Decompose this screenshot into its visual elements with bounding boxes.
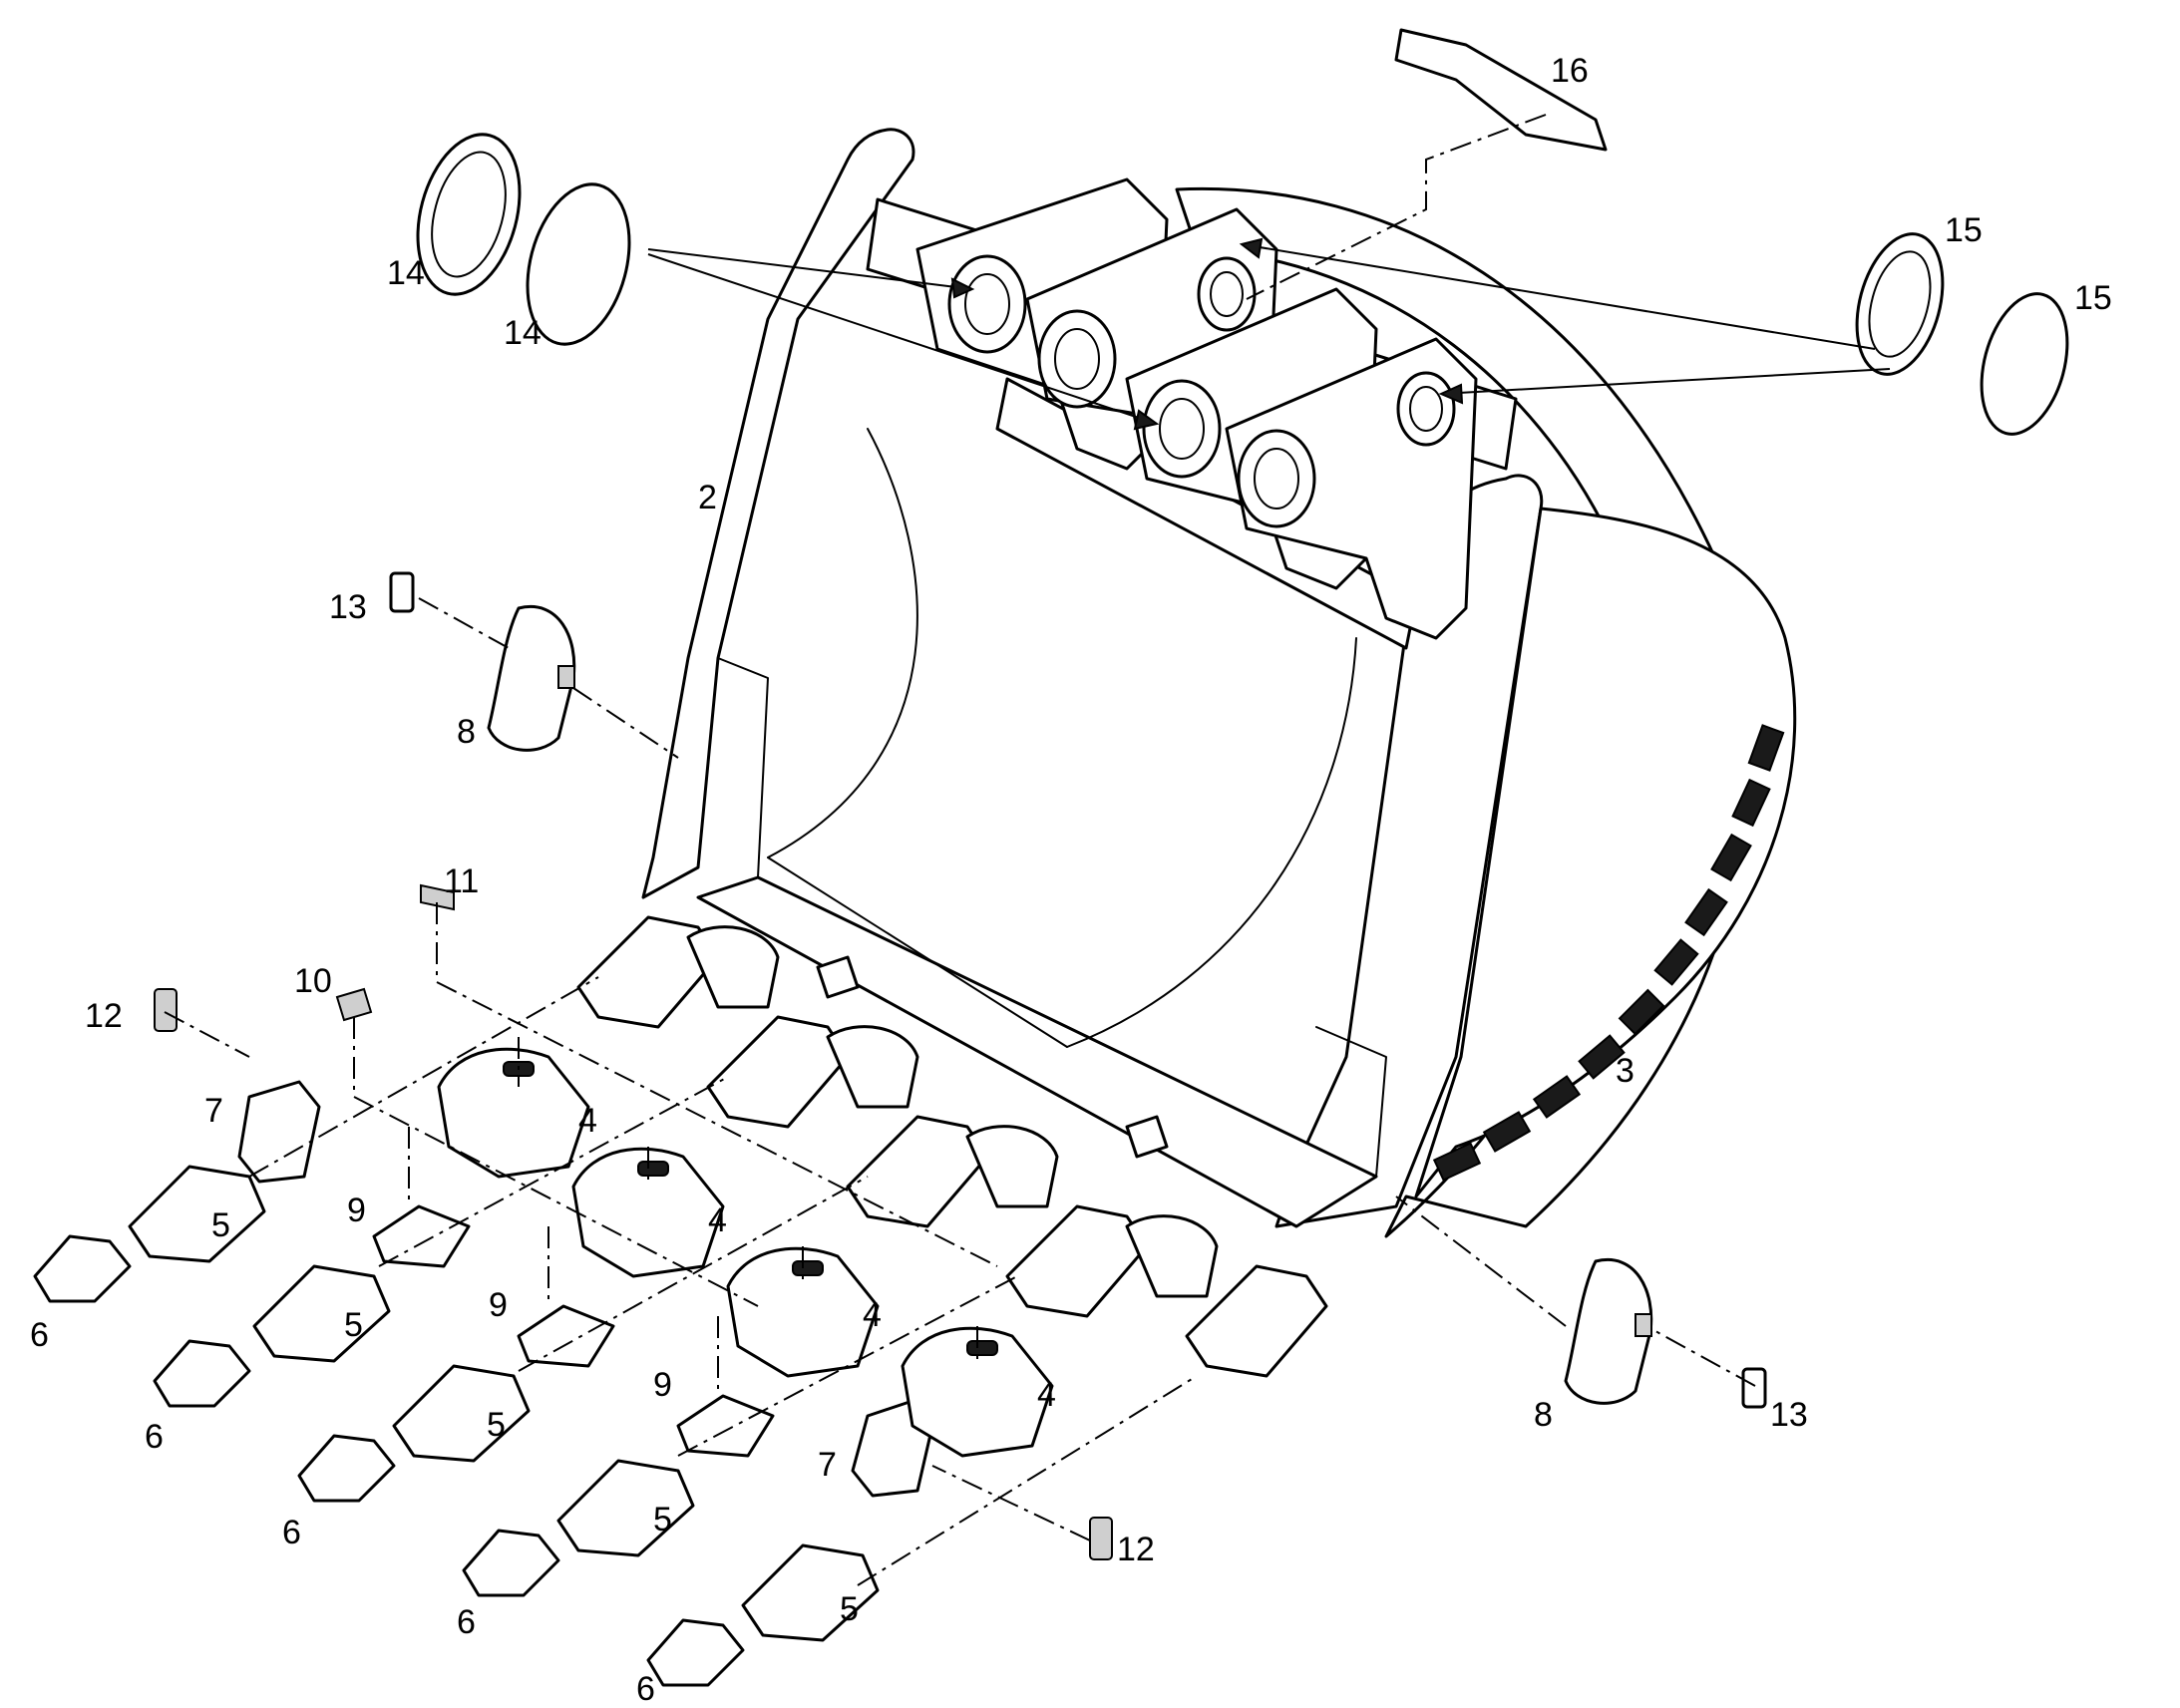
lip-adapters <box>576 915 1328 1378</box>
callout-14-b: 14 <box>504 314 542 352</box>
callout-10: 10 <box>294 962 332 1000</box>
callout-6-b: 6 <box>145 1418 164 1456</box>
callout-6-e: 6 <box>636 1670 655 1708</box>
hinge-bosses <box>915 177 1478 640</box>
callout-8-a: 8 <box>457 713 476 751</box>
side-protector-8-right <box>1564 1258 1653 1405</box>
callout-9-b: 9 <box>489 1286 508 1324</box>
callout-15-b: 15 <box>2074 279 2112 317</box>
callout-5-e: 5 <box>840 1590 859 1628</box>
ring-15 <box>1855 232 1945 376</box>
callout-6-d: 6 <box>457 1603 476 1641</box>
callout-13-b: 13 <box>1770 1396 1808 1434</box>
callout-8-b: 8 <box>1534 1396 1553 1434</box>
callout-5-b: 5 <box>344 1306 363 1344</box>
callout-16: 16 <box>1551 52 1589 90</box>
callout-9-a: 9 <box>347 1192 366 1229</box>
shroud-4-d <box>901 1326 1054 1458</box>
callout-4-d: 4 <box>1037 1376 1056 1414</box>
callout-6-c: 6 <box>282 1514 301 1551</box>
corner-adapter-7-left <box>237 1080 321 1184</box>
plate-9-c <box>676 1394 775 1458</box>
callout-15-a: 15 <box>1945 211 1983 249</box>
callout-5-a: 5 <box>211 1206 230 1244</box>
side-wear-segments <box>1432 724 1785 1182</box>
callout-12-b: 12 <box>1117 1531 1155 1568</box>
callout-13-a: 13 <box>329 588 367 626</box>
callout-3: 3 <box>1616 1052 1635 1090</box>
side-protector-8-left <box>487 605 576 752</box>
callout-7-b: 7 <box>818 1446 837 1484</box>
callout-5-c: 5 <box>487 1406 506 1444</box>
cover-plate-14 <box>526 182 631 346</box>
tip-6-e <box>646 1618 745 1687</box>
cover-plate-15 <box>1980 292 2069 436</box>
tip-6-a <box>33 1234 132 1303</box>
callout-12-a: 12 <box>85 997 123 1035</box>
wedge-12-left <box>154 988 178 1032</box>
tip-6-b <box>153 1339 251 1408</box>
callout-14-a: 14 <box>387 254 425 292</box>
callout-4-a: 4 <box>578 1102 597 1140</box>
pin-13-right <box>1741 1367 1767 1409</box>
adapter-5-d <box>556 1459 695 1557</box>
pin-13-left <box>389 571 415 613</box>
block-10 <box>335 987 373 1022</box>
lock-11 <box>420 883 455 911</box>
ring-14 <box>416 133 522 296</box>
shroud-4-c <box>726 1246 880 1378</box>
shroud-4-b <box>571 1147 725 1278</box>
callout-4-b: 4 <box>708 1201 727 1239</box>
tip-6-d <box>462 1529 560 1597</box>
callout-5-d: 5 <box>653 1501 672 1538</box>
callout-labels: 2 3 4 4 4 4 5 5 5 5 5 6 6 6 6 6 7 7 8 8 … <box>30 52 2112 1708</box>
callout-11: 11 <box>444 862 479 900</box>
plate-9-b <box>517 1304 615 1368</box>
callout-7-a: 7 <box>204 1092 223 1130</box>
tip-6-c <box>297 1434 396 1503</box>
adapter-5-c <box>392 1364 531 1463</box>
callout-9-c: 9 <box>653 1366 672 1404</box>
callout-2: 2 <box>698 479 717 516</box>
callout-6-a: 6 <box>30 1316 49 1354</box>
wedge-12-right <box>1089 1517 1113 1560</box>
adapter-5-a <box>128 1165 266 1263</box>
adapter-5-e <box>741 1543 880 1642</box>
plate-9-a <box>372 1204 471 1268</box>
arrows <box>647 237 1891 431</box>
bar-16 <box>1394 28 1608 152</box>
callout-4-c: 4 <box>863 1296 882 1334</box>
leader-lines <box>164 114 1756 1586</box>
adapter-5-b <box>252 1264 391 1363</box>
shroud-4-a <box>437 1047 590 1179</box>
